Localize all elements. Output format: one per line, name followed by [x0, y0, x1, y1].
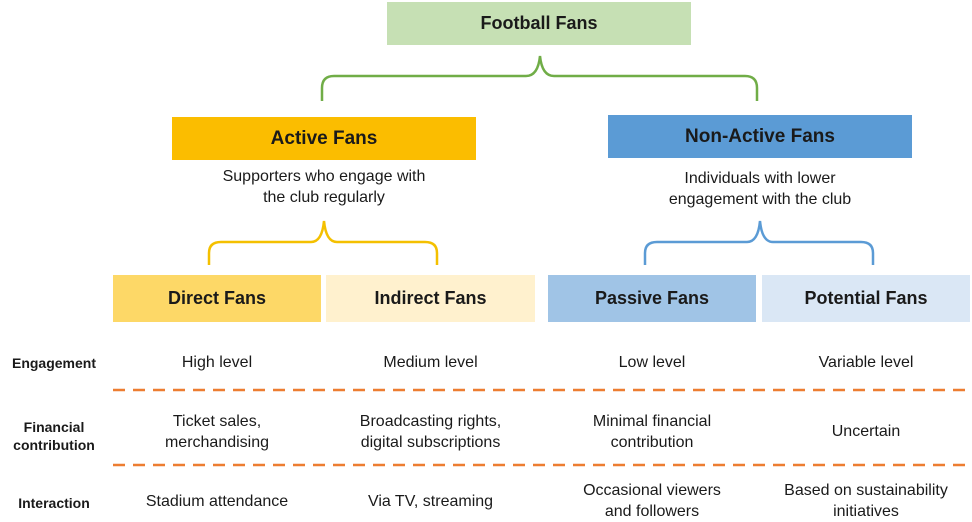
cell-engagement-direct: High level: [113, 352, 321, 373]
cell-line: Occasional viewers: [583, 482, 721, 499]
description-line: Individuals with lower: [684, 170, 836, 187]
cell-line: Ticket sales,: [172, 413, 262, 430]
cell-interaction-indirect: Via TV, streaming: [326, 491, 535, 512]
root-node: Football Fans: [387, 2, 691, 45]
root-brace: [320, 55, 759, 101]
cell-financial-direct: Ticket sales, merchandising: [113, 411, 321, 453]
row-label-financial-contribution: Financial contribution: [0, 418, 108, 454]
cell-financial-indirect: Broadcasting rights, digital subscriptio…: [326, 411, 535, 453]
cell-line: Stadium attendance: [145, 493, 289, 510]
cell-line: High level: [181, 354, 253, 371]
cell-line: contribution: [610, 434, 694, 451]
leaf-direct-fans: Direct Fans: [113, 275, 321, 322]
cell-financial-passive: Minimal financial contribution: [548, 411, 756, 453]
cell-line: Minimal financial: [592, 413, 712, 430]
cell-line: Uncertain: [831, 423, 901, 440]
branch-nonactive-description: Individuals with lower engagement with t…: [608, 168, 912, 210]
cell-line: Based on sustainability: [784, 482, 948, 499]
cell-line: and followers: [604, 503, 700, 520]
cell-line: Low level: [618, 354, 686, 371]
cell-line: Via TV, streaming: [367, 493, 494, 510]
branch-label: Non-Active Fans: [685, 125, 835, 147]
cell-line: initiatives: [833, 503, 899, 520]
branch-active-description: Supporters who engage with the club regu…: [172, 166, 476, 208]
cell-line: Variable level: [818, 354, 914, 371]
root-label: Football Fans: [480, 13, 598, 33]
cell-line: Medium level: [383, 354, 478, 371]
cell-financial-potential: Uncertain: [762, 421, 970, 442]
cell-line: digital subscriptions: [360, 434, 501, 451]
description-line: the club regularly: [263, 189, 385, 206]
leaf-label: Passive Fans: [594, 288, 710, 308]
branch-label: Active Fans: [270, 127, 378, 149]
cell-line: merchandising: [164, 434, 270, 451]
leaf-passive-fans: Passive Fans: [548, 275, 756, 322]
leaf-label: Direct Fans: [167, 288, 267, 308]
row-label-interaction: Interaction: [0, 494, 108, 512]
branch-active-fans: Active Fans: [172, 117, 476, 160]
cell-engagement-passive: Low level: [548, 352, 756, 373]
active-brace: [207, 220, 439, 265]
description-line: engagement with the club: [668, 191, 852, 208]
cell-engagement-indirect: Medium level: [326, 352, 535, 373]
cell-interaction-direct: Stadium attendance: [113, 491, 321, 512]
branch-non-active-fans: Non-Active Fans: [608, 115, 912, 158]
cell-interaction-passive: Occasional viewers and followers: [548, 480, 756, 522]
cell-engagement-potential: Variable level: [762, 352, 970, 373]
cell-line: Broadcasting rights,: [359, 413, 502, 430]
cell-interaction-potential: Based on sustainability initiatives: [762, 480, 970, 522]
leaf-label: Indirect Fans: [374, 288, 487, 308]
row-label-line: Engagement: [11, 355, 96, 371]
leaf-potential-fans: Potential Fans: [762, 275, 970, 322]
leaf-indirect-fans: Indirect Fans: [326, 275, 535, 322]
row-label-engagement: Engagement: [0, 354, 108, 372]
description-line: Supporters who engage with: [222, 168, 426, 185]
row-label-line: Interaction: [18, 495, 90, 511]
row-label-line: Financial: [23, 419, 85, 435]
nonactive-brace: [643, 220, 875, 265]
row-label-line: contribution: [13, 437, 95, 453]
leaf-label: Potential Fans: [804, 288, 928, 308]
